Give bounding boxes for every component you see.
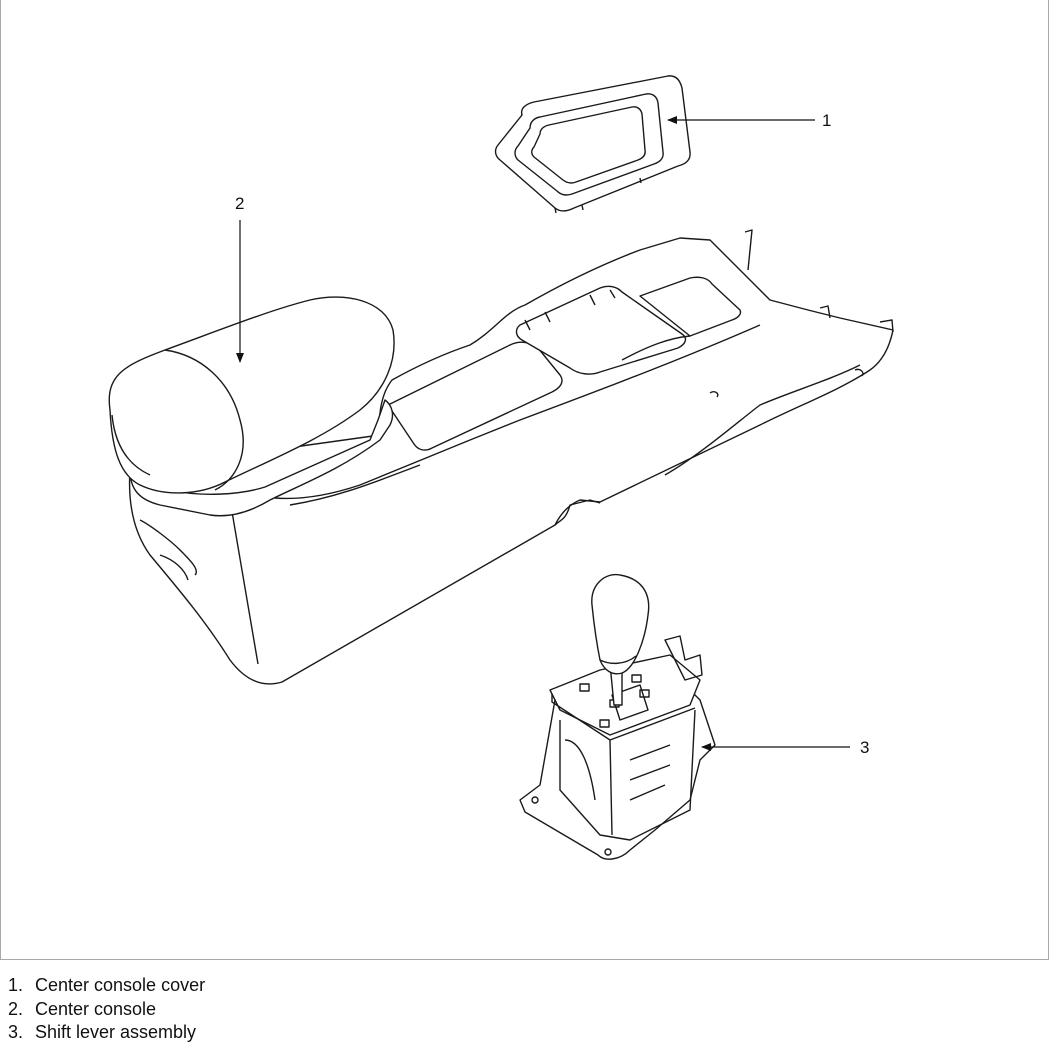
parts-legend: 1. Center console cover 2. Center console … [8, 974, 205, 1045]
exploded-diagram: 1 2 3 [108, 75, 894, 860]
center-console-cover-drawing [494, 75, 691, 214]
callout-label-1: 1 [822, 111, 831, 130]
shift-lever-assembly-drawing [519, 573, 716, 860]
legend-item: 1. Center console cover [8, 974, 205, 998]
callout-label-2: 2 [235, 194, 244, 213]
figure-frame [0, 0, 1049, 960]
callout-label-3: 3 [860, 738, 869, 757]
legend-item-text: Center console cover [35, 975, 206, 995]
center-console-drawing [128, 229, 894, 685]
legend-item: 2. Center console [8, 998, 205, 1022]
legend-item-number: 3. [8, 1022, 24, 1042]
legend-item-text: Shift lever assembly [35, 1022, 197, 1042]
legend-item-text: Center console [35, 998, 157, 1019]
armrest-lid-drawing [108, 296, 395, 581]
callout-leaders [236, 116, 850, 751]
legend-item: 3. Shift lever assembly [8, 1021, 205, 1045]
legend-item-number: 1. [8, 975, 24, 995]
legend-item-number: 2. [8, 998, 24, 1019]
